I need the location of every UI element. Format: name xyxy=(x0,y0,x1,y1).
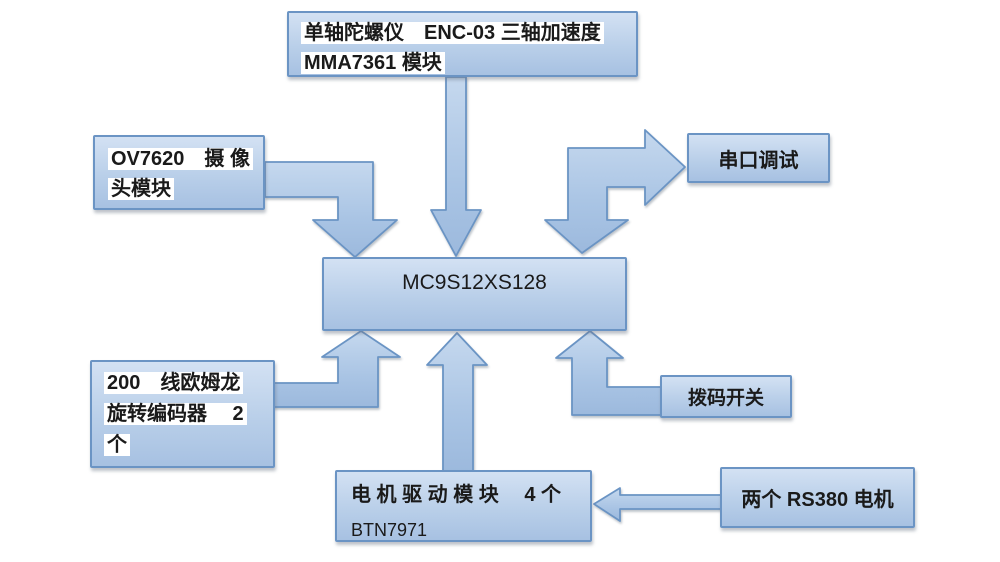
arrow-sensor-to-mcu-down xyxy=(430,76,482,257)
arrow-driver-to-mcu-up xyxy=(426,332,488,472)
node-serial-debug: 串口调试 xyxy=(687,133,830,183)
camera-module-label-line2: 头模块 xyxy=(108,178,174,200)
arrow-dip-to-mcu-bent xyxy=(555,330,663,416)
node-dip-switch: 拨码开关 xyxy=(660,375,792,418)
encoder-label-line2: 旋转编码器 2 xyxy=(104,403,247,425)
encoder-label-line1: 200 线欧姆龙 xyxy=(104,372,244,394)
motors-label: 两个 RS380 电机 xyxy=(741,489,894,511)
encoder-label-line3: 个 xyxy=(104,434,130,456)
sensor-module-label-line1: 单轴陀螺仪 ENC-03 三轴加速度 xyxy=(301,22,604,44)
sensor-module-label-line2: MMA7361 模块 xyxy=(301,52,445,74)
node-encoder: 200 线欧姆龙 旋转编码器 2 个 xyxy=(90,360,275,468)
serial-debug-label: 串口调试 xyxy=(718,149,799,172)
arrow-mcu-serial-bidirectional xyxy=(544,129,686,254)
mcu-label: MC9S12XS128 xyxy=(402,271,547,294)
node-sensor-module: 单轴陀螺仪 ENC-03 三轴加速度 MMA7361 模块 xyxy=(287,11,638,77)
arrow-encoder-to-mcu-bent xyxy=(271,330,401,408)
motor-driver-label-line2: BTN7971 xyxy=(351,520,428,540)
camera-module-label-line1: OV7620 摄 像 xyxy=(108,148,253,170)
node-motor-driver: 电 机 驱 动 模 块 4 个 BTN7971 xyxy=(335,470,592,542)
node-camera-module: OV7620 摄 像 头模块 xyxy=(93,135,265,210)
node-motors: 两个 RS380 电机 xyxy=(720,467,915,528)
dip-switch-label: 拨码开关 xyxy=(687,388,764,409)
arrow-motors-to-driver-left xyxy=(593,487,722,522)
arrow-camera-to-mcu-bent xyxy=(264,161,398,258)
node-mcu: MC9S12XS128 xyxy=(322,257,627,331)
motor-driver-label-line1: 电 机 驱 动 模 块 4 个 xyxy=(351,484,562,506)
